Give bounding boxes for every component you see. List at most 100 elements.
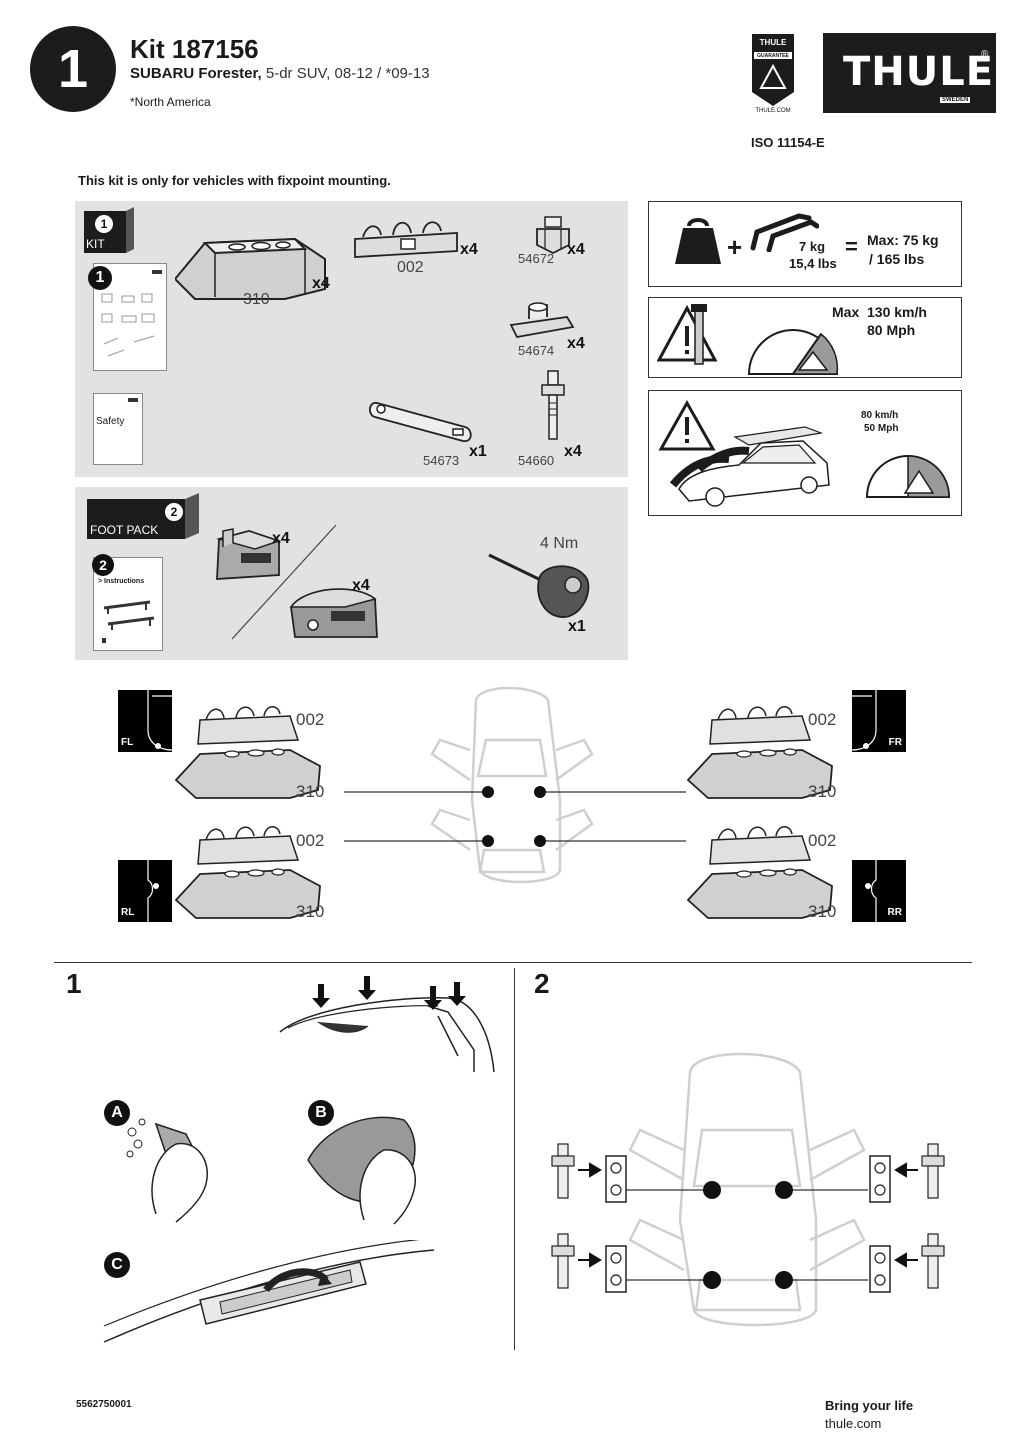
footer-tagline: Bring your life (825, 1398, 914, 1413)
part-54660-code: 54660 (518, 453, 555, 468)
foot-manual-thumb: 2 > Instructions (92, 554, 163, 651)
fixpoint-plate-icon (551, 1233, 627, 1293)
position-diagram (174, 686, 833, 919)
rl-bottom-code: 310 (296, 902, 325, 921)
guarantee-shield-icon (752, 34, 794, 106)
rr-bottom-code: 310 (808, 902, 837, 921)
kit-manual-number: 1 (88, 266, 112, 290)
foot-manual-number: 2 (92, 554, 114, 576)
fr-bottom-code: 310 (808, 782, 837, 801)
part-002-qty: x4 (460, 241, 478, 258)
foot-assembly-icon (174, 706, 321, 799)
foot-1-qty: x4 (272, 530, 290, 547)
thule-logo-text: THULE (843, 49, 995, 95)
part-54673-icon (369, 402, 472, 442)
part-54660-icon (541, 370, 565, 440)
part-54673-qty: x1 (469, 443, 487, 460)
car-top-view-outline (628, 1052, 866, 1327)
speedometer-reduced-icon (865, 455, 951, 498)
steps-vertical-divider (514, 968, 515, 1350)
corner-fr-label: FR (888, 737, 902, 748)
fl-bottom-code: 310 (296, 782, 325, 801)
part-54674-icon (509, 302, 575, 339)
foot-pack-box-label: FOOT PACK (90, 523, 159, 537)
corner-fl-label: FL (121, 737, 134, 748)
corner-fr: FR (851, 690, 906, 752)
weight-icon (675, 218, 721, 264)
thule-logo: THULE ® SWEDEN (823, 33, 996, 113)
corner-rr-label: RR (887, 907, 902, 918)
max-load-kg: Max: 75 kg (867, 232, 939, 248)
step2-bolt-diagram (551, 1052, 945, 1327)
guarantee-band-text: GUARANTEE (757, 53, 789, 59)
steps-divider (54, 962, 972, 963)
max-speed-mph: 80 Mph (867, 322, 916, 338)
plus-sign: + (727, 232, 743, 262)
reduced-speed-box: 80 km/h 50 Mph (648, 390, 962, 516)
step-2-number: 2 (534, 968, 550, 999)
step-1-number: 1 (66, 968, 82, 999)
equals-sign: = (845, 234, 858, 259)
box-icon (126, 207, 134, 253)
reduced-speed-kmh: 80 km/h (861, 410, 899, 421)
vehicle-details: 5-dr SUV, 08-12 / *09-13 (261, 65, 430, 82)
rr-top-code: 002 (808, 831, 837, 850)
fr-top-code: 002 (808, 710, 837, 729)
foot-evo-icon (216, 528, 282, 580)
door-corner-icon (865, 860, 877, 922)
guarantee-badge: THULE GUARANTEE THULE.COM (750, 34, 796, 116)
fixpoint-plate-icon (869, 1143, 945, 1203)
feet-weight-lbs: 15,4 lbs (789, 256, 837, 271)
guarantee-top-text: THULE (759, 38, 787, 47)
cleaning-hand-b-icon (307, 1116, 416, 1225)
max-label: Max (832, 304, 860, 320)
part-54674-qty: x4 (567, 335, 585, 352)
cleaning-hand-a-icon (126, 1118, 208, 1223)
divider-line (231, 524, 337, 640)
manual-sketch-icon (101, 270, 162, 357)
part-310-code: 310 (243, 291, 270, 308)
thule-logo-registered: ® (981, 49, 989, 60)
rl-top-code: 002 (296, 831, 325, 850)
fixpoint-plate-icon (551, 1143, 627, 1203)
step-badge: 1 (30, 26, 116, 112)
warning-bar-icon (657, 304, 718, 365)
part-54673-code: 54673 (423, 453, 460, 468)
roof-rail-fixpoint-icon (103, 1240, 435, 1343)
safety-label: Safety (96, 416, 125, 427)
door-corner-icon (147, 860, 159, 922)
part-002-icon (354, 221, 458, 258)
part-54672-qty: x4 (567, 241, 585, 258)
load-limit-box: + 7 kg 15,4 lbs = Max: 75 kg / 165 lbs (648, 201, 962, 287)
fixpoint-notice: This kit is only for vehicles with fixpo… (78, 173, 391, 188)
foot-pack-box-number: 2 (165, 503, 183, 521)
kit-box: 1 KIT (84, 207, 134, 253)
kit-box-number: 1 (95, 215, 113, 233)
foot-2-qty: x4 (352, 577, 370, 594)
corner-rl-label: RL (121, 907, 135, 918)
part-310-qty: x4 (312, 275, 330, 292)
iso-standard: ISO 11154-E (751, 135, 825, 150)
foot-pack-box: 2 FOOT PACK (87, 493, 199, 539)
step-c-label: C (104, 1252, 130, 1278)
roof-bars-icon (750, 213, 819, 252)
footer-url: thule.com (825, 1416, 882, 1431)
step-b-label: B (308, 1100, 334, 1126)
kit-title: Kit 187156 (130, 34, 259, 64)
safety-sheet: Safety (93, 393, 143, 465)
part-54674-code: 54674 (518, 343, 555, 358)
kit-box-label: KIT (86, 237, 105, 251)
torque-label: 4 Nm (540, 535, 579, 552)
feet-weight-kg: 7 kg (799, 239, 826, 254)
foot-manual-title: > Instructions (98, 578, 145, 585)
max-load-lbs: / 165 lbs (869, 251, 925, 267)
foot-pack-panel: 2 FOOT PACK 2 > Instructions x4 x4 4 Nm (75, 487, 628, 660)
box-icon (185, 493, 199, 539)
kit-manual-thumb: 1 (88, 263, 167, 371)
reduced-speed-mph: 50 Mph (864, 423, 899, 434)
door-corner-icon (147, 690, 173, 751)
corner-rl: RL (118, 860, 172, 922)
region-note: *North America (130, 95, 211, 109)
vehicle-line: SUBARU Forester, 5-dr SUV, 08-12 / *09-1… (130, 65, 430, 82)
vehicle-make: SUBARU Forester, (130, 65, 262, 82)
